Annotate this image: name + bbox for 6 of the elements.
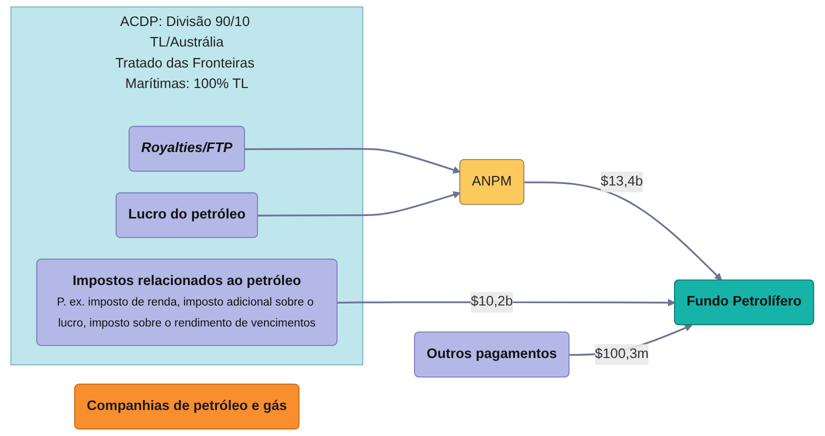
edge-label: $100,3m: [595, 346, 649, 362]
edge-label: $10,2b: [470, 294, 514, 310]
arrow: [245, 148, 461, 174]
edge-label: $13,4b: [600, 174, 644, 189]
arrow: [524, 181, 722, 281]
arrow: [258, 191, 461, 216]
